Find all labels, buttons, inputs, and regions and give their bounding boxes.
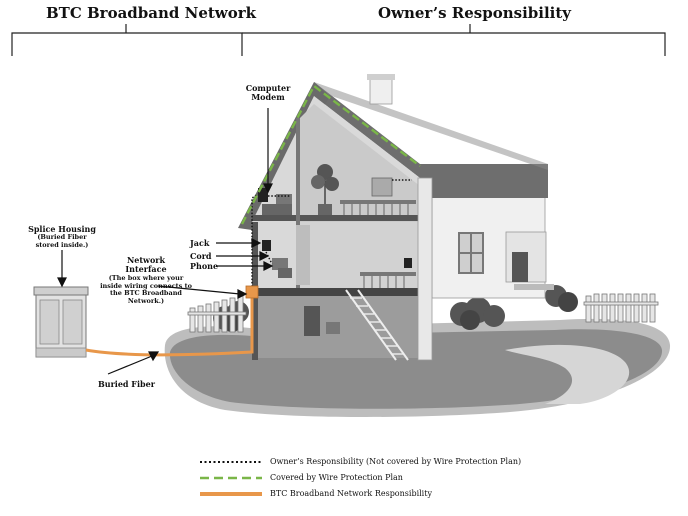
fence-right	[583, 293, 659, 323]
btc-network-header: BTC Broadband Network	[46, 4, 257, 22]
jack-label: Jack	[190, 238, 210, 248]
splice-sub1: (Buried Fiber	[37, 233, 87, 241]
fence-left	[187, 295, 247, 333]
buried-fiber-label: Buried Fiber	[98, 379, 155, 389]
house-interior	[252, 96, 433, 361]
legend-swatches	[200, 461, 262, 496]
legend-btc-text: BTC Broadband Network Responsibility	[270, 489, 432, 498]
splice-sub2: stored inside.)	[35, 240, 89, 249]
computer-modem-label: Computer Modem	[244, 84, 292, 102]
legend-owner-text: Owner’s Responsibility (Not covered by W…	[270, 457, 522, 466]
splice-housing-box	[33, 286, 89, 358]
house-right-wing	[431, 196, 554, 299]
ni-line1: Network	[126, 255, 166, 265]
protection-plan-line	[240, 84, 421, 225]
modem-label-line1: Computer	[245, 83, 291, 93]
btc-fiber-line	[85, 290, 254, 357]
modem-label-line2: Modem	[251, 92, 285, 102]
network-interface-box	[245, 285, 259, 299]
cord-label: Cord	[190, 251, 212, 261]
ni-sub2: inside wiring connects to	[100, 281, 192, 290]
network-interface-label: Network Interface (The box where your in…	[98, 256, 194, 305]
legend-protection-text: Covered by Wire Protection Plan	[270, 473, 403, 482]
phone-label: Phone	[190, 261, 219, 271]
pointer-arrows	[57, 108, 274, 375]
splice-housing-label: Splice Housing (Buried Fiber stored insi…	[20, 225, 104, 249]
splice-title: Splice Housing	[28, 224, 96, 234]
responsibility-brackets	[11, 24, 666, 56]
ni-sub4: Network.)	[127, 296, 165, 305]
ni-line2: Interface	[125, 264, 167, 274]
ni-sub1: (The box where your	[108, 274, 184, 282]
owner-responsibility-header: Owner’s Responsibility	[378, 4, 571, 22]
ni-sub3: the BTC Broadband	[110, 289, 182, 297]
